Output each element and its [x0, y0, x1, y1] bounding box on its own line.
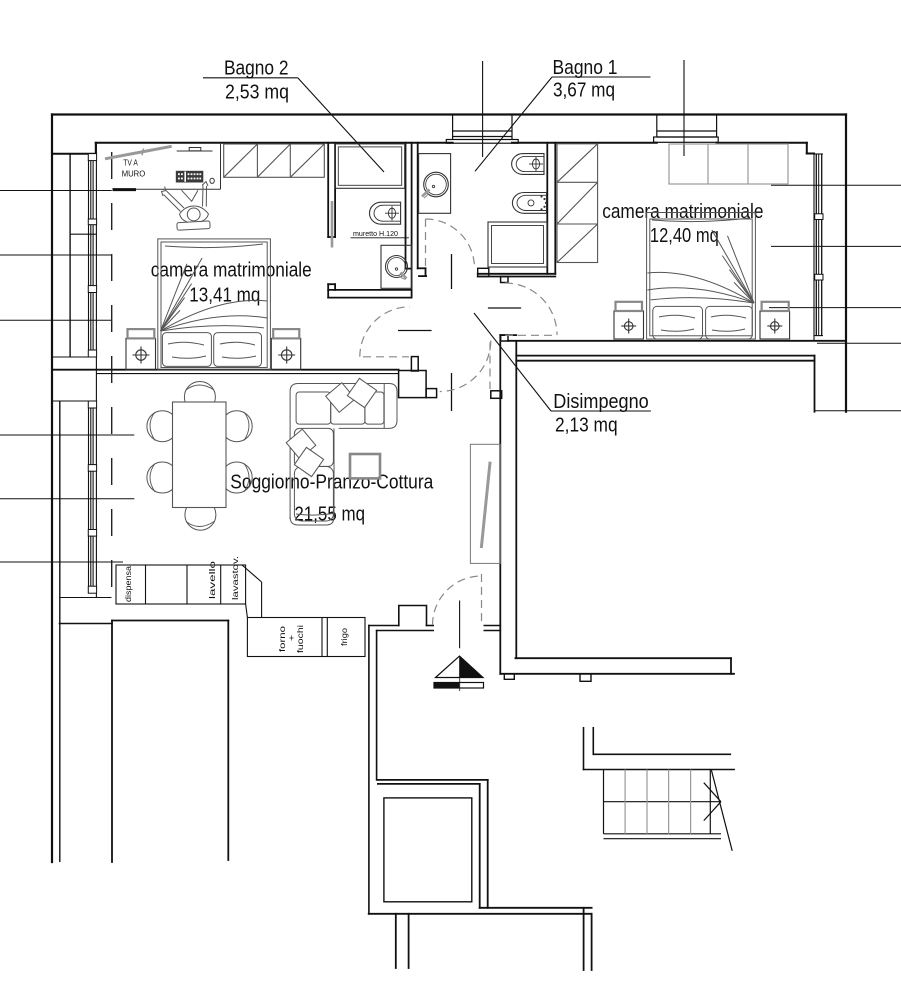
- svg-text:lavastov.: lavastov.: [231, 556, 240, 600]
- svg-text:frigo: frigo: [340, 627, 349, 646]
- svg-text:12,40 mq: 12,40 mq: [650, 225, 719, 247]
- svg-text:muretto H.120: muretto H.120: [353, 229, 398, 238]
- svg-text:Soggiorno-Pranzo-Cottura: Soggiorno-Pranzo-Cottura: [230, 472, 434, 494]
- svg-text:Bagno 1: Bagno 1: [553, 57, 618, 79]
- svg-text:TV A: TV A: [123, 159, 138, 168]
- svg-text:Bagno 2: Bagno 2: [224, 58, 289, 80]
- svg-text:dispensa: dispensa: [124, 565, 133, 602]
- svg-text:13,41 mq: 13,41 mq: [189, 285, 260, 307]
- svg-text:Disimpegno: Disimpegno: [553, 391, 648, 413]
- svg-text:2,13 mq: 2,13 mq: [555, 415, 618, 437]
- svg-text:MURO: MURO: [122, 170, 146, 179]
- svg-text:3,67 mq: 3,67 mq: [553, 80, 615, 102]
- svg-text:camera matrimoniale: camera matrimoniale: [151, 260, 312, 282]
- svg-text:lavello: lavello: [208, 560, 217, 599]
- svg-text:2,53 mq: 2,53 mq: [225, 82, 289, 104]
- svg-text:forno: forno: [278, 625, 287, 652]
- svg-text:fuochi: fuochi: [296, 625, 305, 653]
- svg-text:+: +: [287, 635, 296, 641]
